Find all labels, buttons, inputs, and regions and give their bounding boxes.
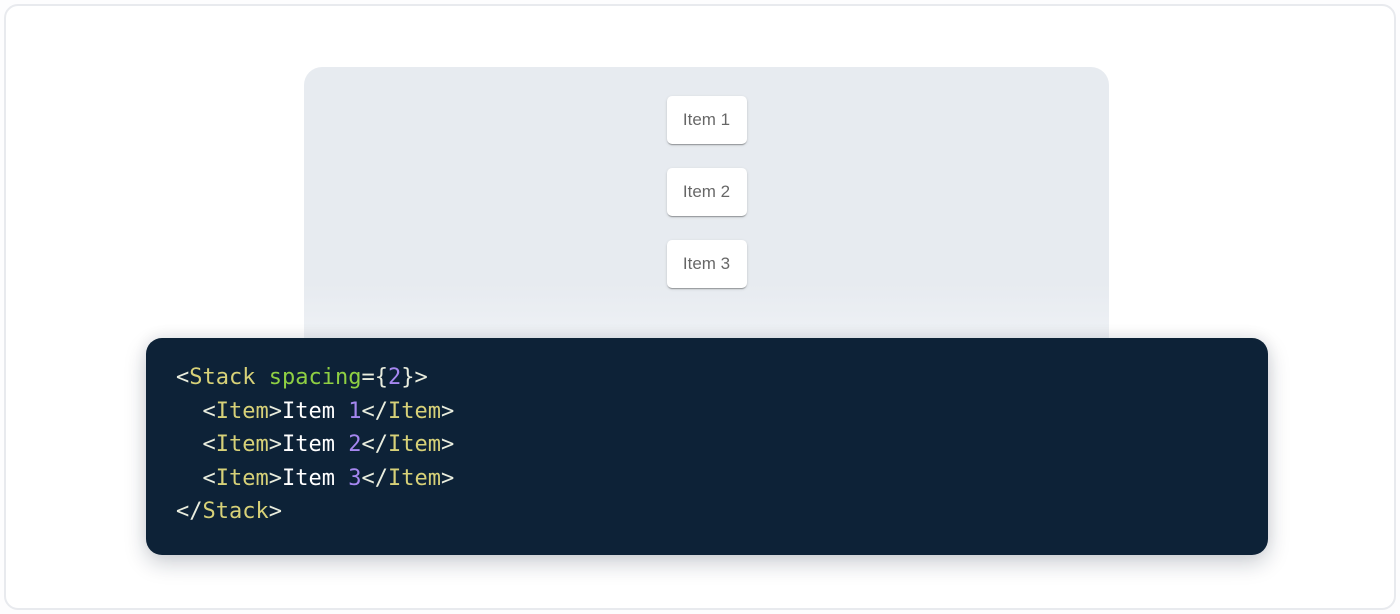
code-token-plain: Item (281, 398, 349, 424)
code-line: <Item>Item 1</Item> (176, 395, 1238, 429)
code-token-punctuation: > (440, 432, 455, 458)
code-content[interactable]: <Stack spacing={2}> <Item>Item 1</Item> … (146, 338, 1268, 553)
code-line: <Item>Item 2</Item> (176, 428, 1238, 462)
stack-item: Item 3 (666, 240, 747, 288)
code-token-punctuation: < (202, 432, 216, 458)
code-token-punctuation: </ (176, 499, 203, 525)
stack-demo: Item 1 Item 2 Item 3 (304, 67, 1109, 288)
code-token-plain (176, 399, 203, 424)
code-token-punctuation: </ (361, 465, 388, 491)
code-token-plain: Item (281, 432, 349, 458)
code-token-number: 2 (387, 365, 402, 390)
code-token-punctuation: > (268, 499, 282, 525)
code-token-number: 3 (348, 465, 362, 491)
code-block: <Stack spacing={2}> <Item>Item 1</Item> … (146, 338, 1268, 555)
code-token-punctuation: > (268, 398, 282, 424)
code-token-punctuation: < (202, 465, 216, 491)
code-token-plain (255, 365, 268, 390)
code-token-punctuation: }> (401, 365, 428, 390)
code-token-punctuation: ={ (361, 365, 388, 390)
code-token-plain: Item (281, 465, 349, 491)
code-token-tag: Stack (189, 365, 256, 390)
code-token-plain (176, 466, 203, 491)
stack-item: Item 2 (666, 168, 747, 216)
code-token-number: 1 (348, 398, 362, 424)
code-token-tag: Item (387, 432, 441, 458)
code-token-tag: Item (215, 465, 269, 491)
code-token-punctuation: > (268, 465, 282, 491)
code-line: <Item>Item 3</Item> (176, 462, 1238, 496)
code-token-number: 2 (348, 432, 362, 458)
code-token-attr_name: spacing (268, 365, 362, 390)
demo-preview-panel: Item 1 Item 2 Item 3 (304, 67, 1109, 338)
code-token-tag: Item (215, 398, 269, 424)
code-token-tag: Item (387, 465, 441, 491)
code-token-tag: Item (387, 398, 441, 424)
code-token-punctuation: > (268, 432, 282, 458)
code-token-punctuation: </ (361, 398, 388, 424)
code-line: </Stack> (176, 495, 1238, 529)
code-token-punctuation: > (440, 398, 455, 424)
code-token-punctuation: < (176, 365, 190, 390)
code-token-tag: Stack (202, 499, 269, 525)
code-token-punctuation: > (440, 465, 455, 491)
code-token-punctuation: < (202, 398, 216, 424)
stack-item: Item 1 (666, 96, 747, 144)
code-token-plain (176, 432, 203, 457)
code-token-punctuation: </ (361, 432, 388, 458)
code-token-tag: Item (215, 432, 269, 458)
code-line: <Stack spacing={2}> (176, 361, 1238, 395)
